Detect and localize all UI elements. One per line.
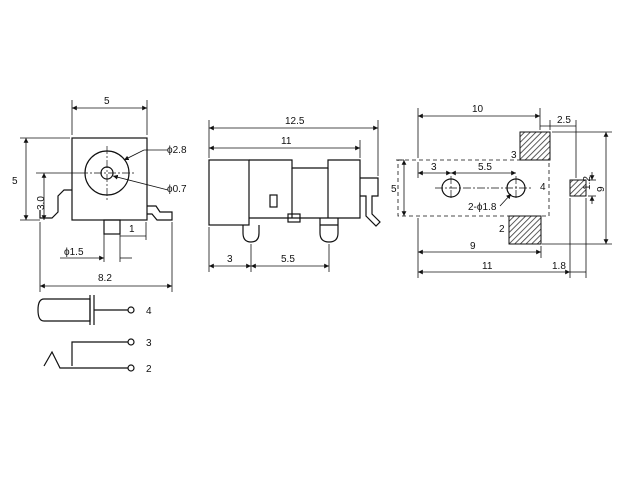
left-tab	[39, 189, 72, 219]
dim-fp-3: 3	[431, 162, 437, 173]
dim-side-11: 11	[281, 136, 292, 147]
dim-fp-10: 10	[472, 104, 484, 115]
dim-fp-9-right: 9	[596, 186, 607, 192]
dim-front-1: 1	[129, 224, 135, 235]
side-post-right	[319, 218, 339, 243]
pin-3-label: 3	[146, 338, 152, 349]
dim-front-phi28: ϕ2.8	[167, 145, 187, 156]
pin-4-terminal	[127, 306, 135, 314]
pin-2-terminal	[127, 364, 135, 372]
right-tab	[147, 205, 173, 221]
dim-fp-25: 2.5	[557, 115, 571, 126]
dim-fp-9-bottom: 9	[470, 241, 476, 252]
dim-side-55: 5.5	[281, 254, 295, 265]
dim-front-3: 3.0	[36, 196, 47, 210]
dim-fp-11: 11	[482, 261, 493, 272]
dim-front-phi07: ϕ0.7	[167, 184, 187, 195]
schematic-symbol: 4 3 2	[37, 295, 152, 375]
footprint-outline	[397, 159, 550, 217]
side-view: 12.5 11 3 5.5	[208, 116, 381, 272]
side-body	[249, 159, 361, 219]
dim-fp-18: 1.8	[552, 261, 566, 272]
pad-4	[569, 179, 587, 197]
dim-side-3: 3	[227, 254, 233, 265]
dim-side-125: 12.5	[285, 116, 305, 127]
dim-fp-holes: 2-ϕ1.8	[468, 202, 497, 213]
pcb-footprint: 3 4 2 10 2.5 5 3 5.5 2-ϕ1.8	[391, 104, 612, 278]
pad-3-label: 3	[511, 150, 517, 161]
dim-front-height: 5	[12, 176, 18, 187]
pad-4-label: 4	[540, 182, 546, 193]
pad-3	[519, 131, 551, 161]
pad-2-label: 2	[499, 224, 505, 235]
dim-front-width: 5	[104, 96, 110, 107]
dim-fp-55: 5.5	[478, 162, 492, 173]
side-front-flange	[208, 159, 250, 226]
pin-2-label: 2	[146, 364, 152, 375]
plug-body	[37, 298, 91, 322]
side-rear-terminal	[360, 177, 381, 227]
pin-3-terminal	[127, 338, 135, 346]
front-view: 5 5 3.0 1 ϕ1.5 8.2 ϕ2.8 ϕ0.7	[12, 96, 187, 292]
dim-front-phi15: ϕ1.5	[64, 247, 84, 258]
pin-4-label: 4	[146, 306, 152, 317]
dim-front-82: 8.2	[98, 273, 112, 284]
dim-fp-12: 1.2	[582, 176, 593, 190]
side-post-left	[242, 225, 260, 243]
side-slot	[269, 194, 278, 208]
pad-2	[508, 215, 542, 245]
dim-fp-5: 5	[391, 184, 397, 195]
front-pin	[103, 219, 121, 235]
